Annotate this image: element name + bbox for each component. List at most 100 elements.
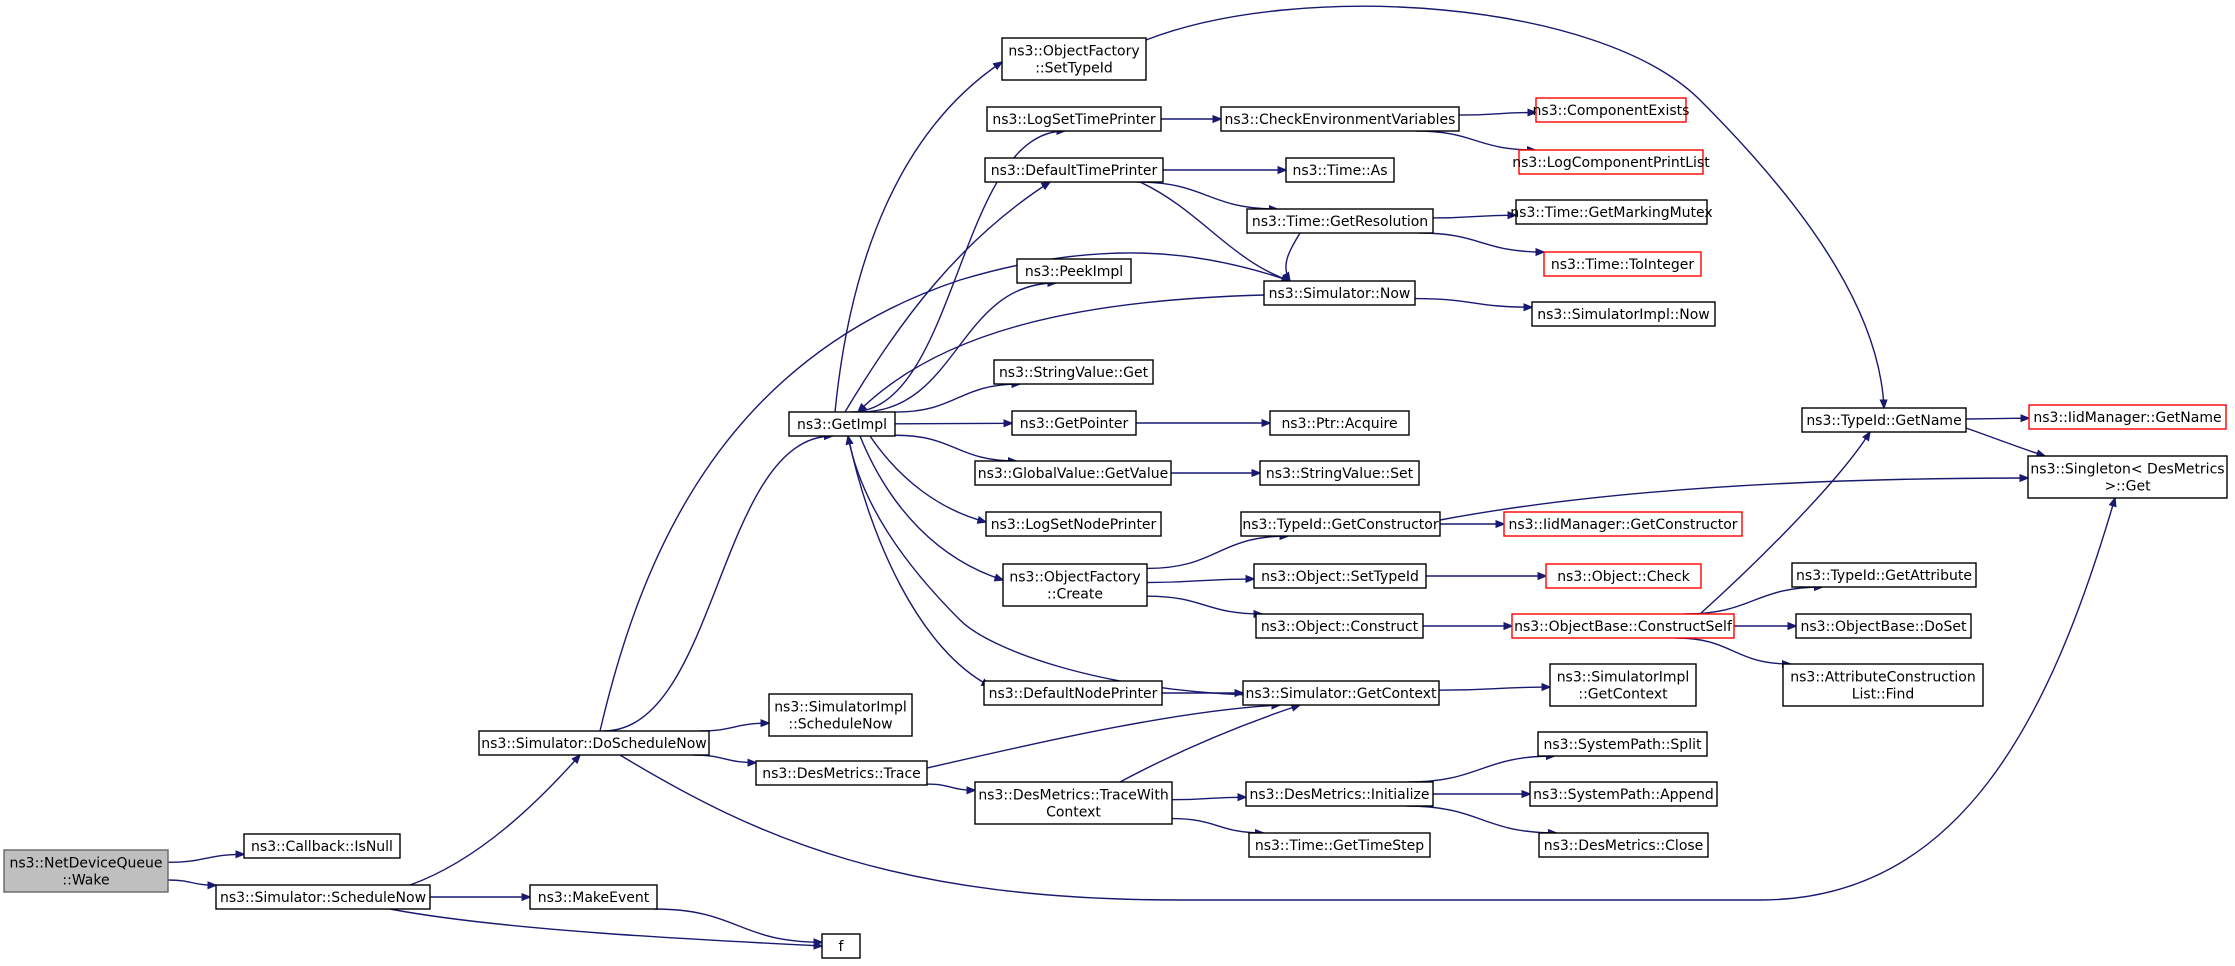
node-isnull[interactable]: ns3::Callback::IsNull bbox=[243, 833, 401, 859]
node-sim_now[interactable]: ns3::Simulator::Now bbox=[1263, 280, 1416, 306]
node-compexists[interactable]: ns3::ComponentExists bbox=[1533, 97, 1690, 123]
edge-checkenv-to-compexists bbox=[1458, 112, 1536, 115]
edge-ob_constructself-to-tid_getname bbox=[1699, 432, 1870, 615]
node-gv_getvalue[interactable]: ns3::GlobalValue::GetValue bbox=[974, 460, 1172, 486]
node-of_create[interactable]: ns3::ObjectFactory::Create bbox=[1002, 563, 1148, 607]
node-label: ns3::GetPointer bbox=[1020, 416, 1129, 432]
node-tid_getctor[interactable]: ns3::TypeId::GetConstructor bbox=[1240, 511, 1441, 537]
node-box bbox=[1240, 511, 1441, 537]
node-desm_init[interactable]: ns3::DesMetrics::Initialize bbox=[1245, 781, 1434, 807]
node-label: ns3::Time::GetResolution bbox=[1252, 214, 1428, 230]
node-logcpl[interactable]: ns3::LogComponentPrintList bbox=[1512, 149, 1710, 175]
node-iid_getname[interactable]: ns3::IidManager::GetName bbox=[2028, 404, 2227, 430]
edge-tid_getname-to-iid_getname bbox=[1965, 418, 2029, 419]
node-box bbox=[1801, 407, 1967, 433]
node-logsettp[interactable]: ns3::LogSetTimePrinter bbox=[986, 106, 1162, 132]
node-getimpl[interactable]: ns3::GetImpl bbox=[788, 411, 896, 437]
node-ob_constructself[interactable]: ns3::ObjectBase::ConstructSelf bbox=[1511, 613, 1735, 639]
node-logsetnp[interactable]: ns3::LogSetNodePrinter bbox=[985, 511, 1162, 537]
node-checkenv[interactable]: ns3::CheckEnvironmentVariables bbox=[1220, 106, 1460, 132]
node-ptr_acquire[interactable]: ns3::Ptr::Acquire bbox=[1269, 410, 1410, 436]
node-box bbox=[1549, 663, 1697, 707]
node-label: ns3::LogSetTimePrinter bbox=[992, 112, 1156, 128]
node-schednow[interactable]: ns3::Simulator::ScheduleNow bbox=[215, 884, 431, 910]
node-label: ns3::NetDeviceQueue bbox=[10, 856, 163, 872]
edge-ob_constructself-to-tid_getattr bbox=[1684, 587, 1822, 615]
node-peekimpl[interactable]: ns3::PeekImpl bbox=[1016, 258, 1132, 284]
edge-of_create-to-tid_getctor bbox=[1146, 536, 1288, 570]
edge-deftp-to-time_getres bbox=[1136, 181, 1278, 209]
node-iid_getctor[interactable]: ns3::IidManager::GetConstructor bbox=[1503, 511, 1743, 537]
node-label: ns3::ObjectFactory bbox=[1008, 44, 1139, 60]
node-label: ns3::StringValue::Set bbox=[1266, 466, 1414, 482]
node-obj_settypeid[interactable]: ns3::Object::SetTypeId bbox=[1253, 563, 1427, 589]
edge-doschednow-to-desm_trace bbox=[692, 754, 756, 763]
nodes-layer: ns3::NetDeviceQueue::Wake ns3::Callback::… bbox=[3, 37, 2228, 959]
node-time_toint[interactable]: ns3::Time::ToInteger bbox=[1543, 251, 1702, 277]
node-label: ns3::Object::Check bbox=[1557, 569, 1690, 585]
node-box bbox=[478, 730, 710, 756]
node-box bbox=[1246, 208, 1434, 234]
edge-desm_tracewc-to-sim_getctx bbox=[1119, 705, 1300, 783]
node-box bbox=[1795, 613, 1972, 639]
node-deftp[interactable]: ns3::DefaultTimePrinter bbox=[984, 157, 1164, 183]
edge-sim_now-to-simimpl_now bbox=[1414, 297, 1532, 308]
edge-desm_init-to-sp_split bbox=[1407, 756, 1554, 783]
node-simimpl_now[interactable]: ns3::SimulatorImpl::Now bbox=[1531, 301, 1716, 327]
node-wake[interactable]: ns3::NetDeviceQueue::Wake bbox=[3, 849, 169, 893]
node-ob_doset[interactable]: ns3::ObjectBase::DoSet bbox=[1795, 613, 1972, 639]
node-defnp[interactable]: ns3::DefaultNodePrinter bbox=[983, 680, 1163, 706]
node-label: ns3::DefaultNodePrinter bbox=[989, 686, 1158, 702]
node-label: ns3::SimulatorImpl::Now bbox=[1537, 307, 1710, 323]
node-box bbox=[974, 781, 1173, 825]
node-label: List::Find bbox=[1852, 687, 1915, 703]
node-getpointer[interactable]: ns3::GetPointer bbox=[1011, 410, 1137, 436]
node-box bbox=[1253, 563, 1427, 589]
edge-desm_tracewc-to-desm_init bbox=[1171, 797, 1246, 800]
node-sim_getctx[interactable]: ns3::Simulator::GetContext bbox=[1242, 680, 1440, 706]
node-tid_getattr[interactable]: ns3::TypeId::GetAttribute bbox=[1791, 562, 1977, 588]
edge-checkenv-to-logcpl bbox=[1415, 130, 1536, 150]
node-tid_getname[interactable]: ns3::TypeId::GetName bbox=[1801, 407, 1967, 433]
edge-getimpl-to-sv_get bbox=[894, 384, 1020, 413]
edge-tid_getctor-to-singleton_get bbox=[1439, 478, 2028, 521]
node-label: ns3::GlobalValue::GetValue bbox=[978, 466, 1168, 482]
node-sv_set[interactable]: ns3::StringValue::Set bbox=[1259, 460, 1420, 486]
node-singleton_get[interactable]: ns3::Singleton< DesMetrics>::Get bbox=[2027, 455, 2228, 499]
node-simimpl_schednow[interactable]: ns3::SimulatorImpl::ScheduleNow bbox=[768, 693, 913, 737]
node-label: ns3::ObjectFactory bbox=[1009, 570, 1140, 586]
node-makeevent[interactable]: ns3::MakeEvent bbox=[529, 884, 658, 910]
node-label: ns3::DesMetrics::Initialize bbox=[1249, 787, 1429, 803]
node-time_getts[interactable]: ns3::Time::GetTimeStep bbox=[1248, 832, 1431, 858]
node-box bbox=[788, 411, 896, 437]
node-box bbox=[2028, 404, 2227, 430]
node-label: ns3::Simulator::DoScheduleNow bbox=[481, 736, 706, 752]
edge-desm_tracewc-to-time_getts bbox=[1171, 817, 1264, 833]
node-desm_trace[interactable]: ns3::DesMetrics::Trace bbox=[755, 760, 928, 786]
node-obj_check[interactable]: ns3::Object::Check bbox=[1545, 563, 1702, 589]
node-box bbox=[243, 833, 401, 859]
node-box bbox=[993, 359, 1154, 385]
node-time_as[interactable]: ns3::Time::As bbox=[1285, 157, 1395, 183]
node-sp_append[interactable]: ns3::SystemPath::Append bbox=[1529, 781, 1718, 807]
node-desm_close[interactable]: ns3::DesMetrics::Close bbox=[1538, 832, 1709, 858]
node-obj_construct[interactable]: ns3::Object::Construct bbox=[1255, 613, 1424, 639]
node-f[interactable]: f bbox=[821, 933, 861, 959]
node-time_markmutex[interactable]: ns3::Time::GetMarkingMutex bbox=[1510, 199, 1713, 225]
node-box bbox=[1011, 410, 1137, 436]
edge-getimpl-to-gv_getvalue bbox=[894, 434, 1016, 461]
node-sv_get[interactable]: ns3::StringValue::Get bbox=[993, 359, 1154, 385]
edge-schednow-to-doschednow bbox=[409, 755, 580, 886]
node-doschednow[interactable]: ns3::Simulator::DoScheduleNow bbox=[478, 730, 710, 756]
node-label: ns3::DesMetrics::TraceWith bbox=[978, 788, 1168, 804]
node-box bbox=[1518, 149, 1704, 175]
node-box bbox=[1263, 280, 1416, 306]
edge-doschednow-to-getimpl bbox=[603, 436, 832, 732]
node-sp_split[interactable]: ns3::SystemPath::Split bbox=[1537, 731, 1708, 757]
node-time_getres[interactable]: ns3::Time::GetResolution bbox=[1246, 208, 1434, 234]
node-simimpl_getctx[interactable]: ns3::SimulatorImpl::GetContext bbox=[1549, 663, 1697, 707]
node-of_settypeid[interactable]: ns3::ObjectFactory::SetTypeId bbox=[1001, 37, 1147, 81]
